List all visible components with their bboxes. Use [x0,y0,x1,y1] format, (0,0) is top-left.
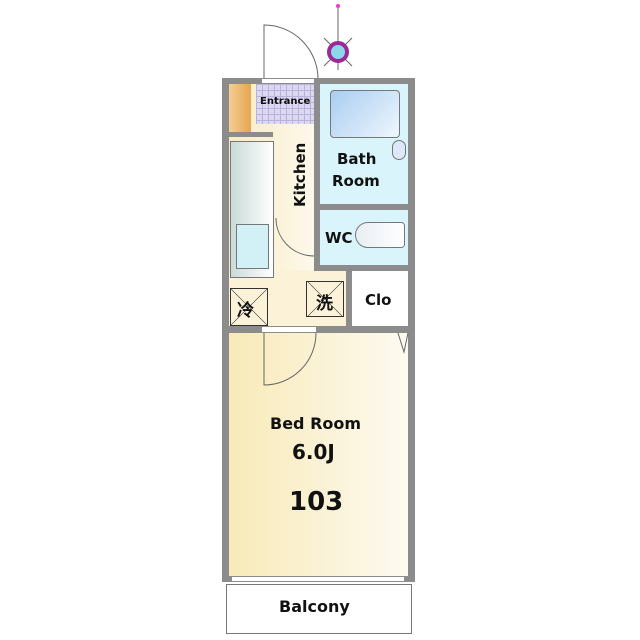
fridge-space [230,288,268,326]
closet-floor [352,270,408,326]
washer-label: 洗 [316,294,333,314]
bath-label-line2: Room [332,172,380,190]
bedroom-size: 6.0J [292,440,335,464]
balcony-window [232,577,404,581]
bath-label-line1: Bath [337,150,377,168]
compass-icon [323,4,353,70]
wash-basin [392,140,406,160]
unit-number: 103 [289,487,344,517]
bedroom-door-opening [262,327,316,332]
wall-shoe [229,132,273,137]
washer-space [306,281,344,317]
wall-kitchen-bath [314,78,320,270]
toilet [355,222,405,248]
sink [236,224,269,269]
entrance-label: Entrance [260,96,311,107]
balcony [226,584,412,634]
shoe-closet [229,84,251,132]
wc-label: WC [325,229,353,247]
balcony-label: Balcony [279,597,350,616]
wall-closet [346,265,352,333]
wall-bath-wc [314,204,415,210]
kitchen-label: Kitchen [291,142,309,207]
entrance-floor [256,84,314,124]
bedroom-floor [229,333,408,576]
wall-bedroom [222,326,415,333]
wall-wc-closet [314,265,415,271]
entrance-door-opening [262,79,316,83]
fridge-label: 冷 [237,301,254,321]
bathtub [330,90,400,138]
bedroom-label: Bed Room [270,414,362,433]
closet-label: Clo [365,291,392,309]
